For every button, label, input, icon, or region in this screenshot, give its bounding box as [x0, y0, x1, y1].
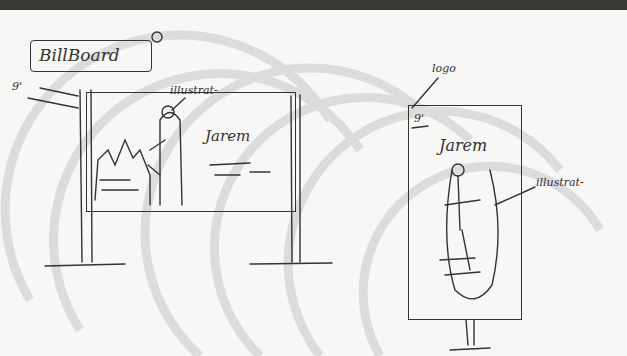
title-box: BillBoard: [30, 40, 152, 72]
pen-strokes: [28, 32, 535, 350]
brand-text: Jarem: [205, 127, 295, 145]
callout-note: logo: [432, 62, 456, 75]
dimension-note: 9': [414, 112, 424, 125]
title-text: BillBoard: [39, 45, 143, 65]
dimension-note: 9': [12, 80, 22, 93]
watermark-arcs: [5, 35, 600, 356]
callout-note: illustrat-: [536, 176, 584, 189]
callout-note: illustrat-: [170, 84, 218, 97]
table-edge: [0, 0, 627, 10]
billboard-frame: Jarem: [86, 92, 296, 212]
billboard-frame: Jarem: [408, 105, 522, 320]
brand-text: Jarem: [439, 136, 521, 155]
